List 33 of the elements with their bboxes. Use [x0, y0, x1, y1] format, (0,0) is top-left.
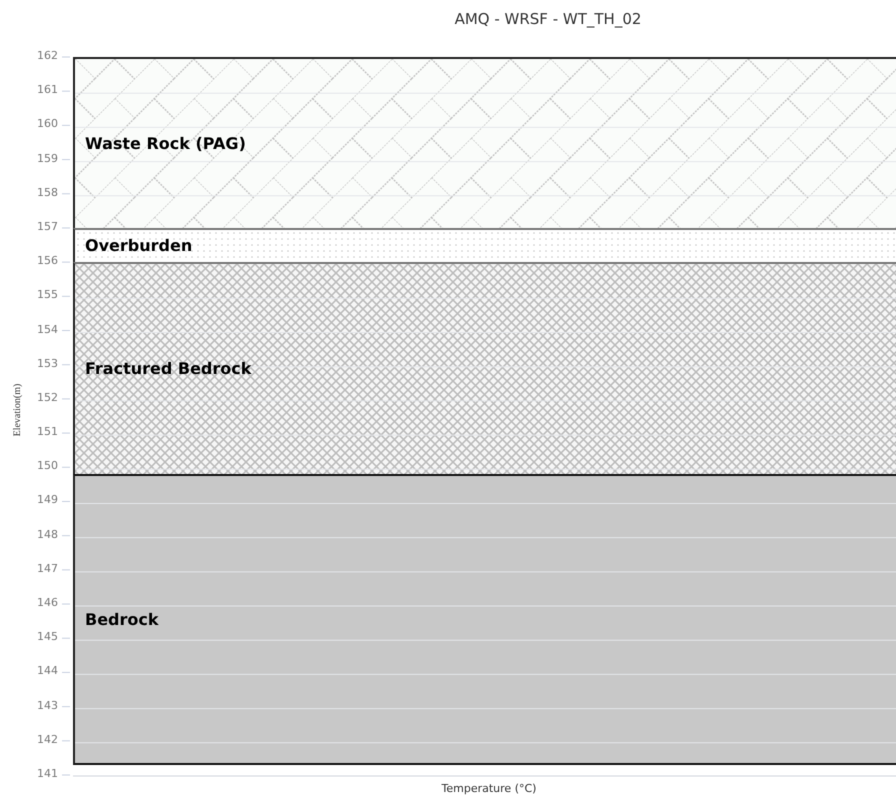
y-tick-label: 155: [36, 288, 58, 302]
y-tick-label: 162: [36, 49, 58, 63]
y-tick-label: 157: [36, 220, 58, 234]
layer-label: Waste Rock (PAG): [85, 132, 246, 154]
y-tick-label: 154: [36, 322, 58, 337]
x-axis-title: Temperature (°C): [440, 781, 538, 797]
soil-layer-band: [73, 262, 896, 474]
y-tick-label: 159: [36, 152, 58, 166]
y-axis-title: Elevation(m): [11, 384, 24, 436]
chart-title: AMQ - WRSF - WT_TH_02: [454, 9, 642, 30]
y-tick-label: 151: [36, 425, 58, 440]
y-tick-label: 156: [36, 254, 58, 268]
y-tick-label: 150: [36, 459, 58, 474]
y-tick-label: 145: [36, 630, 58, 644]
layer-label: Overburden: [85, 235, 192, 257]
y-tick-label: 153: [36, 356, 58, 371]
soil-layer-band: [73, 228, 896, 262]
y-tick-label: 147: [36, 562, 58, 576]
y-tick-label: 152: [36, 390, 58, 405]
y-tick-label: 144: [36, 664, 58, 678]
y-tick-label: 161: [36, 83, 58, 98]
y-tick-label: 146: [36, 596, 58, 610]
soil-layer-band: [73, 57, 896, 228]
layer-label: Bedrock: [85, 608, 159, 630]
y-tick-label: 149: [36, 493, 58, 508]
y-tick-label: 158: [36, 186, 58, 200]
y-tick-label: 143: [36, 698, 58, 713]
y-tick-label: 142: [36, 732, 58, 747]
y-tick-label: 148: [36, 528, 58, 542]
y-tick-label: 141: [36, 767, 58, 781]
layer-label: Fractured Bedrock: [85, 358, 252, 380]
y-tick-label: 160: [36, 117, 58, 132]
soil-layer-band: [73, 474, 896, 765]
